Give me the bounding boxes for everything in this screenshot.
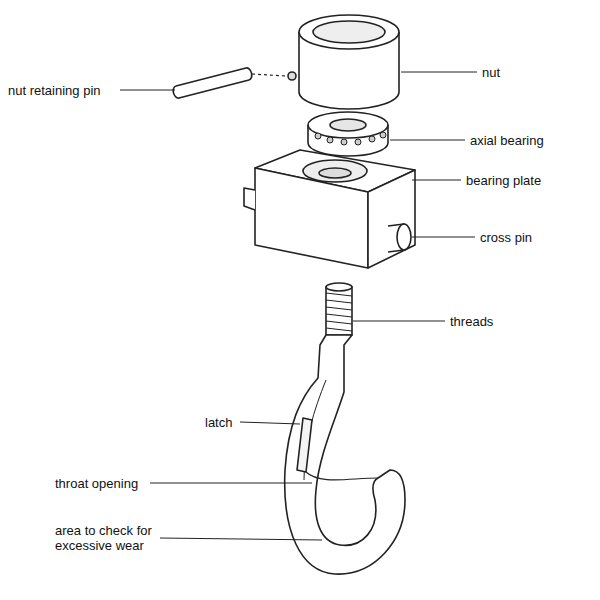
part-label: nut retaining pin	[8, 83, 101, 98]
part-label: threads	[450, 314, 493, 329]
part-label: cross pin	[480, 230, 532, 245]
part-label: nut	[482, 65, 500, 80]
part-label: throat opening	[55, 476, 138, 491]
part-label: bearing plate	[466, 173, 541, 188]
part-label: area to check for excessive wear	[55, 523, 190, 553]
part-label: latch	[205, 415, 232, 430]
leader-lines	[120, 72, 477, 540]
part-label: axial bearing	[470, 133, 544, 148]
